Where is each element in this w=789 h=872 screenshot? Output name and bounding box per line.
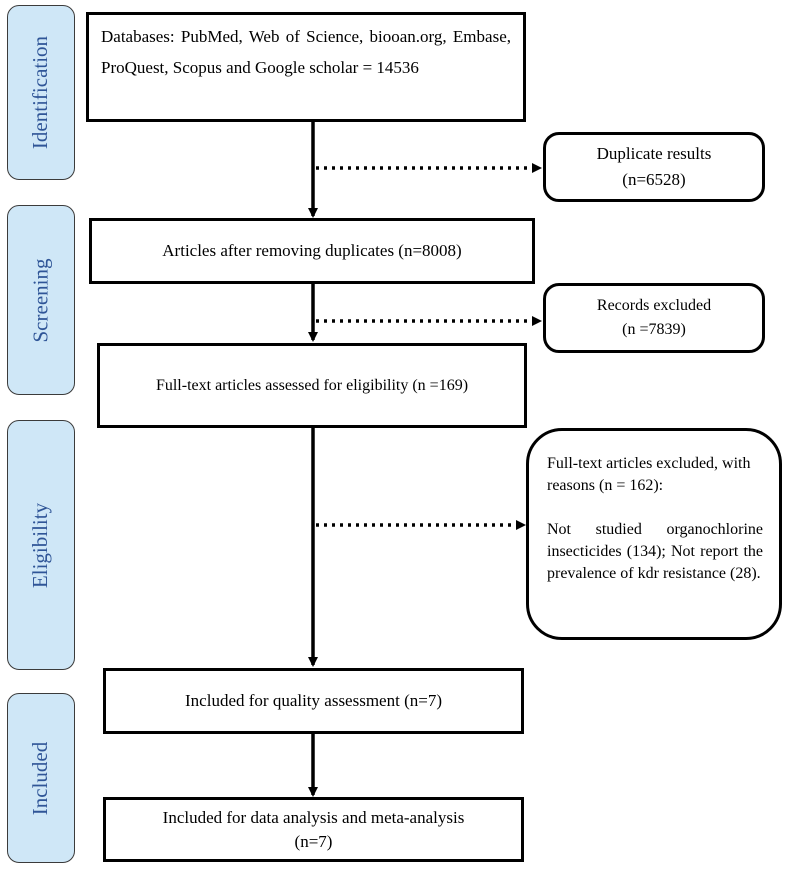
phase-included: Included: [7, 693, 75, 863]
after-duplicates-box: Articles after removing duplicates (n=80…: [89, 218, 535, 284]
duplicates-count: (n=6528): [622, 170, 686, 189]
fulltext-excluded-box: Full-text articles excluded, with reason…: [526, 428, 782, 640]
records-excluded-label: Records excluded: [596, 297, 712, 314]
records-excluded-count: (n =7839): [622, 321, 686, 338]
phase-eligibility: Eligibility: [7, 420, 75, 670]
quality-assessment-box: Included for quality assessment (n=7): [103, 668, 524, 734]
duplicates-label: Duplicate results: [596, 144, 712, 163]
phase-identification: Identification: [7, 5, 75, 180]
records-excluded-box: Records excluded (n =7839): [543, 283, 765, 353]
databases-text: Databases: PubMed, Web of Science, biooa…: [101, 27, 511, 77]
fulltext-excluded-reasons: Not studied organochlorine insecticides …: [547, 521, 763, 582]
duplicates-box: Duplicate results (n=6528): [543, 132, 765, 202]
databases-box: Databases: PubMed, Web of Science, biooa…: [86, 12, 526, 122]
fulltext-assessed-box: Full-text articles assessed for eligibil…: [97, 343, 527, 428]
data-analysis-count: (n=7): [294, 831, 333, 851]
fulltext-assessed-text: Full-text articles assessed for eligibil…: [155, 376, 469, 394]
phase-screening: Screening: [7, 205, 75, 395]
data-analysis-box: Included for data analysis and meta-anal…: [103, 797, 524, 862]
after-duplicates-text: Articles after removing duplicates (n=80…: [162, 240, 462, 260]
data-analysis-label: Included for data analysis and meta-anal…: [162, 807, 465, 827]
fulltext-excluded-heading: Full-text articles excluded, with reason…: [547, 455, 751, 494]
quality-assessment-text: Included for quality assessment (n=7): [185, 690, 442, 710]
